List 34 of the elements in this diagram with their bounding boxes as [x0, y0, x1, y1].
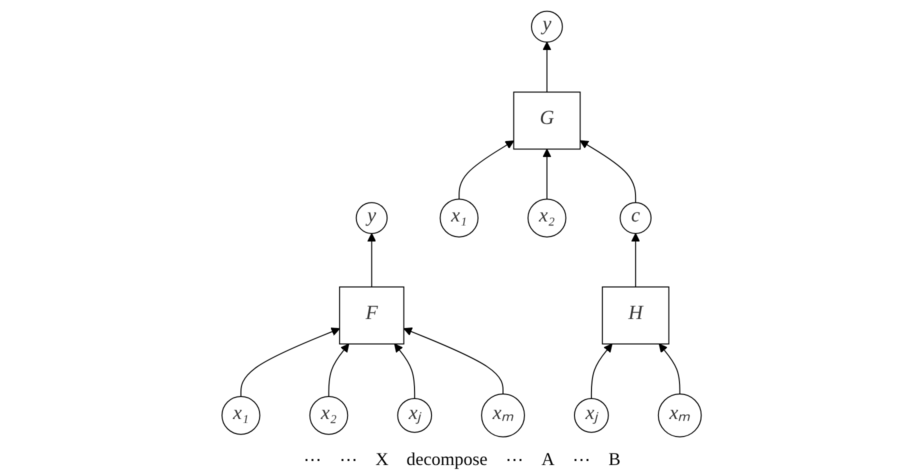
arrow: [458, 140, 514, 200]
arrow: [542, 42, 552, 93]
node-circle: x₂: [528, 198, 567, 238]
node-circle: xⱼ: [574, 398, 610, 433]
node-circle: xⱼ: [398, 398, 432, 433]
arrow: [659, 344, 681, 394]
node-circle: y: [531, 10, 564, 43]
arrow: [404, 327, 504, 394]
note-text: decompose: [406, 449, 488, 471]
arrow: [580, 140, 636, 204]
node-circle: y: [356, 202, 388, 234]
node-circle: x₁: [440, 198, 479, 238]
note-text: B: [608, 449, 620, 471]
node-circle: c: [620, 202, 652, 234]
arrow: [632, 233, 640, 288]
arrow: [394, 344, 416, 399]
arrow: [328, 344, 350, 397]
node-circle: xₘ: [481, 393, 526, 438]
arrow: [240, 328, 340, 397]
note-text: ⋯: [304, 449, 322, 471]
node-box: F: [339, 286, 405, 344]
note-text: ⋯: [505, 449, 524, 471]
note-text: ⋯: [572, 449, 590, 471]
note-text: X: [376, 449, 388, 471]
node-circle: xₘ: [658, 393, 702, 438]
node-box: G: [514, 92, 582, 150]
node-box: H: [602, 286, 670, 344]
node-circle: x₂: [310, 396, 349, 435]
arrow: [542, 148, 552, 200]
node-circle: x₁: [222, 396, 261, 435]
arrow: [368, 233, 376, 288]
note-text: A: [541, 449, 554, 471]
arrow: [591, 344, 613, 399]
note-text: ⋯: [340, 449, 358, 471]
